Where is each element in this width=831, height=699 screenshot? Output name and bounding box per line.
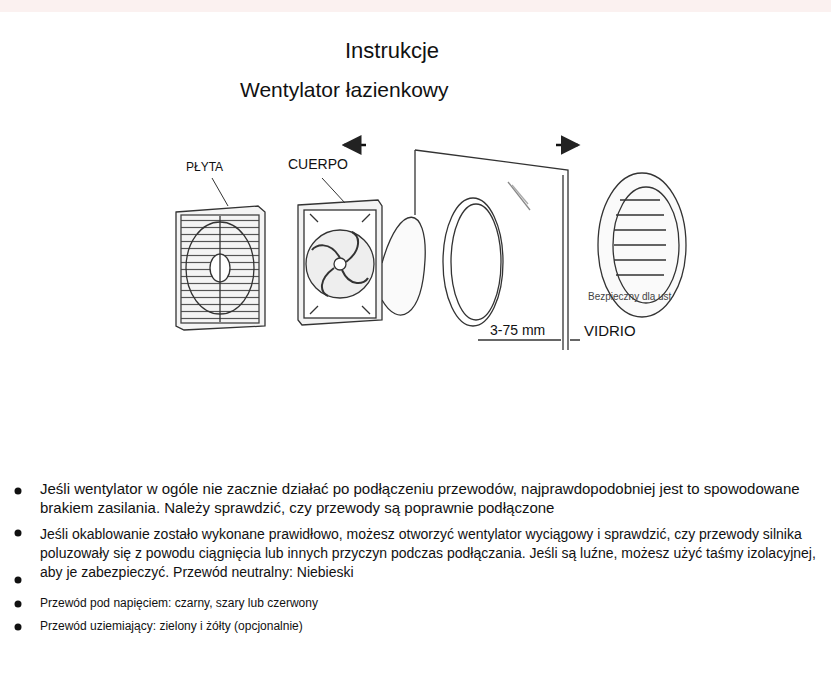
glass-pane <box>415 150 580 350</box>
instruction-text: Przewód pod napięciem: czarny, szary lub… <box>40 596 318 610</box>
seal-ring <box>443 198 503 326</box>
part-note: Bezpieczny dla ust <box>588 291 671 303</box>
title: Instrukcje <box>345 38 439 64</box>
instruction-text: Jeśli wentylator w ogóle nie zacznie dzi… <box>40 480 810 518</box>
part-label: PŁYTA <box>186 160 223 174</box>
fan-body <box>298 200 425 325</box>
bullet-dots <box>15 488 22 631</box>
instruction-text: Jeśli okablowanie zostało wykonane prawi… <box>40 525 820 582</box>
part-label: CUERPO <box>288 156 348 173</box>
direction-arrows <box>344 144 578 147</box>
part-label: VIDRIO <box>584 322 636 340</box>
subtitle: Wentylator łazienkowy <box>240 77 449 102</box>
top-band <box>0 0 831 12</box>
dimension: 3-75 mm <box>490 322 545 339</box>
grille <box>176 206 265 330</box>
instruction-text: Przewód uziemiający: zielony i żółty (op… <box>40 619 303 633</box>
leader-lines <box>212 178 345 206</box>
